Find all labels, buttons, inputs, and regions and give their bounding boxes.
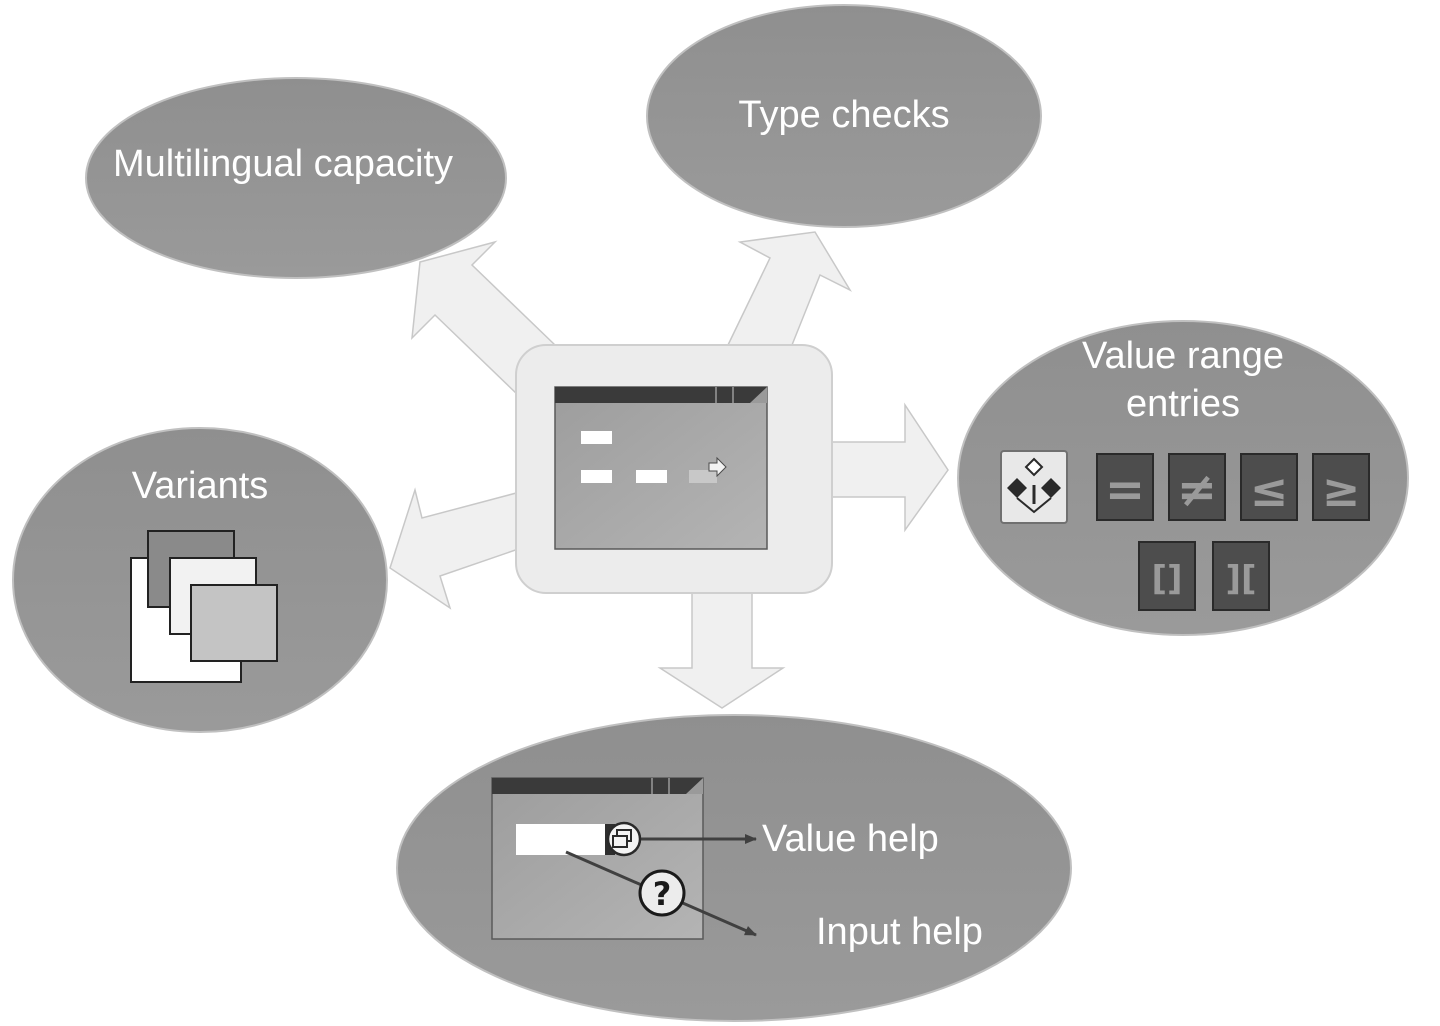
value-help-label: Value help [762, 818, 939, 860]
operator-not-equal-button: ≠ [1168, 453, 1226, 521]
central-field-4 [689, 470, 717, 483]
operator-greater-equal-button: ≥ [1312, 453, 1370, 521]
stacked-pages-icon [130, 530, 278, 683]
central-arrow-icon [708, 456, 727, 478]
operator-interval-button: [] [1138, 541, 1196, 611]
central-input-screen [515, 344, 833, 594]
central-field-1 [581, 431, 612, 444]
arrow-to-variants [389, 487, 531, 610]
central-field-2 [581, 470, 612, 483]
variants-label: Variants [132, 465, 269, 507]
multilingual-ellipse [85, 77, 507, 279]
operator-less-equal-text: ≤ [1250, 463, 1289, 517]
selection-options-icon [1000, 450, 1068, 524]
operator-interval-text: [] [1151, 559, 1182, 599]
question-mark-icon: ? [638, 869, 686, 917]
arrow-to-type-checks [726, 231, 852, 351]
operator-outside-interval-text: ][ [1225, 559, 1256, 599]
operator-less-equal-button: ≤ [1240, 453, 1298, 521]
help-input-field [516, 824, 605, 855]
operator-equals-text: = [1105, 462, 1145, 518]
operator-greater-equal-text: ≥ [1322, 463, 1361, 517]
central-field-3 [636, 470, 667, 483]
input-help-label: Input help [816, 911, 983, 953]
arrow-to-multilingual [411, 240, 556, 397]
arrow-to-input-help [657, 587, 786, 709]
value-range-label-line1: Value range [1082, 335, 1284, 377]
operator-outside-interval-button: ][ [1212, 541, 1270, 611]
help-window [491, 777, 704, 940]
arrow-to-value-range [829, 402, 949, 533]
operator-not-equal-text: ≠ [1177, 462, 1217, 518]
type-checks-label: Type checks [738, 94, 949, 136]
value-help-icon [606, 821, 642, 857]
multilingual-label: Multilingual capacity [113, 143, 453, 185]
value-range-label-line2: entries [1126, 383, 1240, 425]
type-checks-ellipse [646, 4, 1042, 228]
operator-equals-button: = [1096, 453, 1154, 521]
svg-text:?: ? [653, 875, 672, 913]
